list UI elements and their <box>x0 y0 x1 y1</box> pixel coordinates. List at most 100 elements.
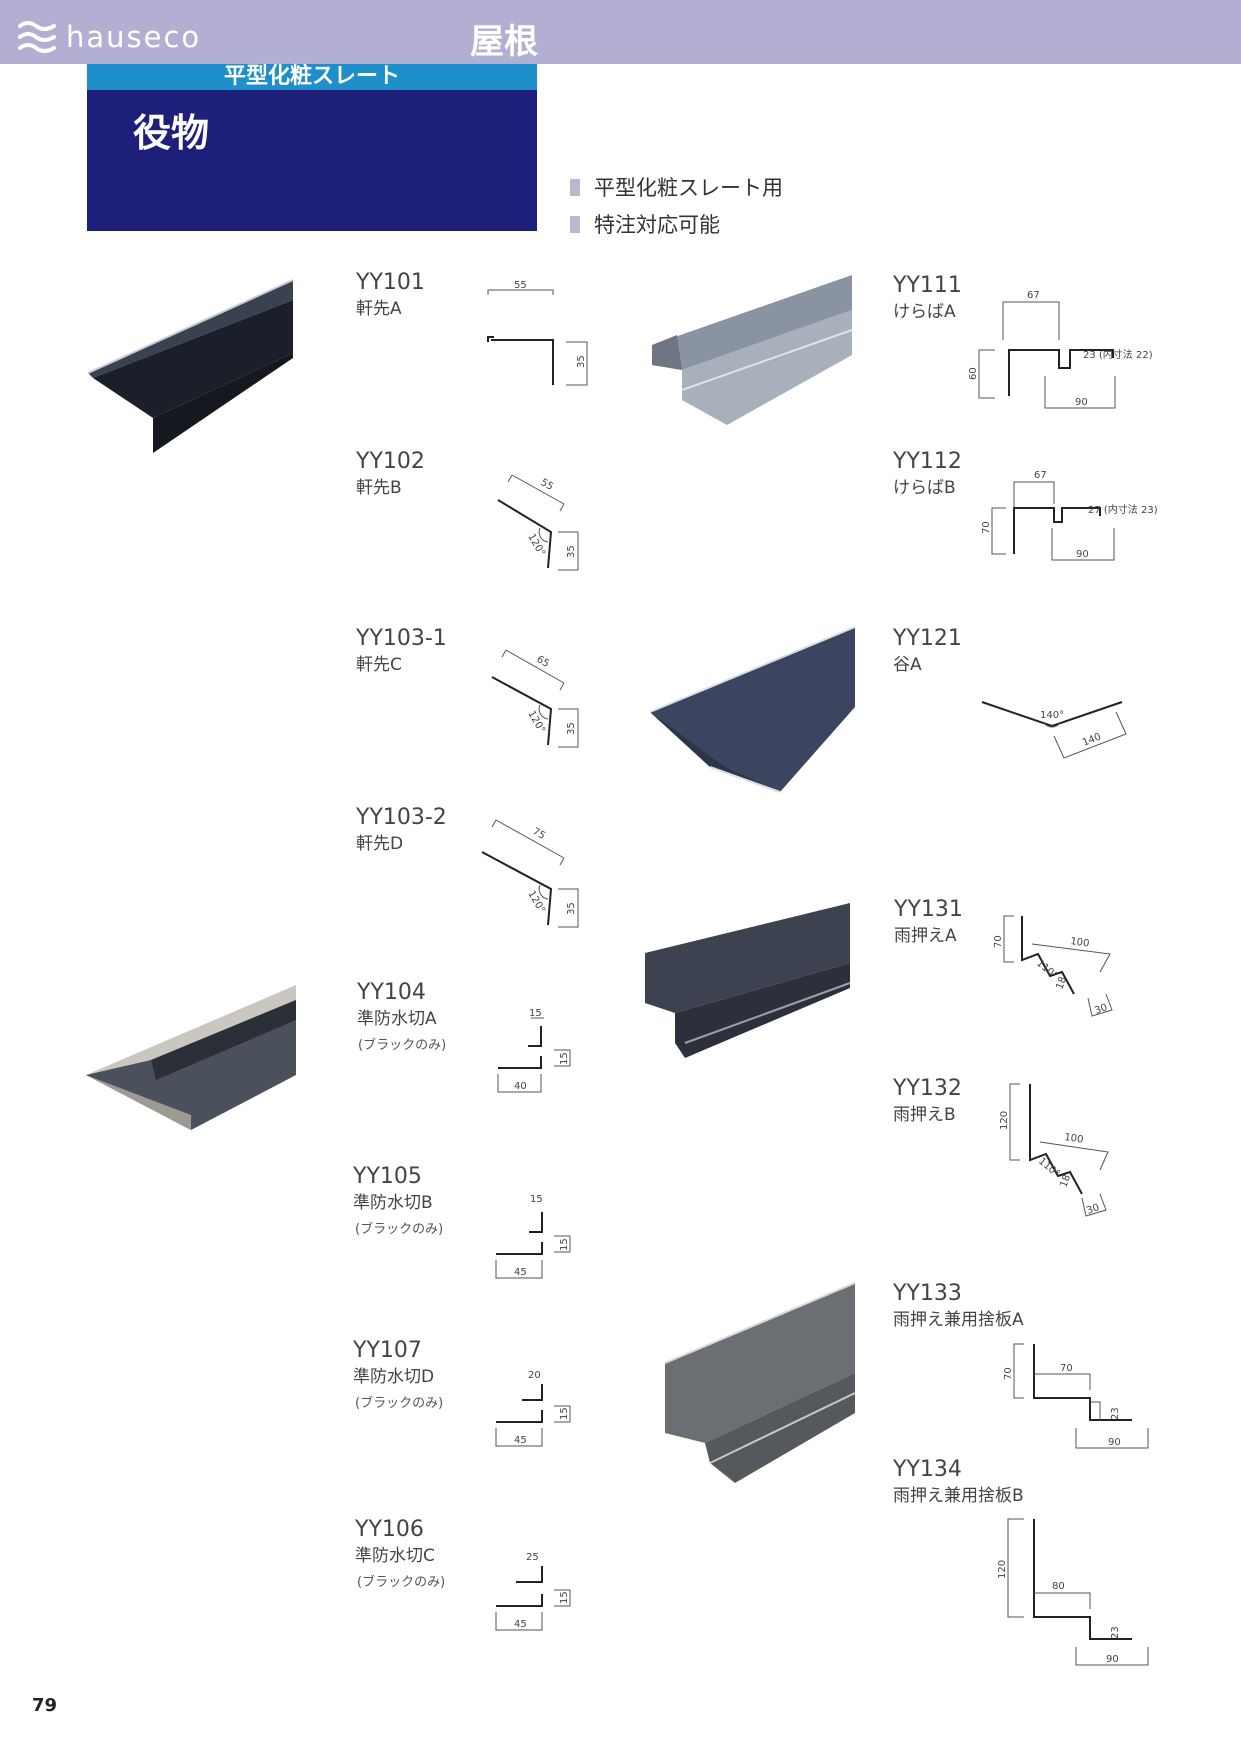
section-title: 屋根 <box>470 22 538 62</box>
dim-label: 55 <box>514 280 527 291</box>
profile-diagram-yy101: 55 35 <box>487 280 588 386</box>
dim-label: 15 <box>530 1194 543 1205</box>
profile-diagram-yy107: 20 15 45 <box>495 1370 571 1447</box>
dim-label: 100 <box>1070 936 1090 950</box>
product-name: けらばA <box>893 302 956 322</box>
product-code: YY105 <box>353 1164 422 1189</box>
product-photo-valley <box>649 626 856 793</box>
product-photo-flashing-a <box>645 903 851 1058</box>
product-code: YY111 <box>893 273 962 298</box>
profile-diagram-yy102: 55 120° 35 <box>497 474 579 571</box>
product-code: YY107 <box>353 1338 422 1363</box>
product-code: YY106 <box>355 1517 424 1542</box>
dim-label: 100 <box>1064 1132 1084 1146</box>
profile-diagram-yy121: 140° 140 <box>981 701 1127 759</box>
product-name: 準防水切B <box>353 1193 433 1213</box>
dim-label: 90 <box>1108 1437 1121 1448</box>
dim-label: 23 (内寸法 22) <box>1083 348 1153 361</box>
dim-label: 120° <box>525 709 547 735</box>
profile-diagram-yy132: 120 100 110° 18 30 <box>999 1083 1109 1217</box>
dim-label: 23 <box>1110 1626 1121 1639</box>
product-note: (ブラックのみ) <box>355 1396 444 1411</box>
brand-logo: hauseco <box>16 16 201 58</box>
profile-diagram-yy133: 70 70 23 90 <box>1003 1343 1149 1449</box>
product-name: 軒先B <box>356 478 402 498</box>
title-panel: 役物 <box>87 90 537 231</box>
dim-label: 35 <box>566 902 577 915</box>
profile-diagram-yy105: 15 15 45 <box>495 1194 571 1279</box>
dim-label: 140° <box>1040 710 1064 721</box>
dim-label: 45 <box>514 1619 527 1630</box>
dim-label: 23 <box>1110 1407 1121 1420</box>
product-name: 雨押え兼用捨板A <box>893 1310 1024 1330</box>
product-name: 軒先A <box>356 299 402 319</box>
product-code: YY132 <box>893 1076 962 1101</box>
dim-label: 15 <box>559 1407 570 1420</box>
dim-label: 15 <box>559 1052 570 1065</box>
dim-label: 90 <box>1075 397 1088 408</box>
dim-label: 35 <box>566 722 577 735</box>
bullet-icon <box>570 215 580 233</box>
dim-label: 40 <box>514 1081 527 1092</box>
profile-diagram-yy134: 120 80 23 90 <box>997 1518 1149 1666</box>
dim-label: 25 <box>526 1552 539 1563</box>
dim-label: 20 <box>528 1370 541 1381</box>
product-photo-drip <box>86 985 296 1130</box>
feature-item: 平型化粧スレート用 <box>570 172 783 202</box>
product-name: 雨押え兼用捨板B <box>893 1486 1024 1506</box>
product-photo-flashing-b <box>664 1282 856 1483</box>
dim-label: 75 <box>531 826 548 842</box>
dim-label: 80 <box>1052 1581 1065 1592</box>
product-name: 雨押えA <box>894 926 957 946</box>
product-code: YY103-2 <box>356 805 447 830</box>
dim-label: 110° <box>1034 958 1060 982</box>
product-name: 軒先C <box>356 655 402 675</box>
dim-label: 90 <box>1106 1654 1119 1665</box>
dim-label: 70 <box>981 521 992 534</box>
dim-label: 90 <box>1076 549 1089 560</box>
product-photo-verge <box>652 275 853 425</box>
dim-label: 35 <box>576 355 587 368</box>
feature-text: 特注対応可能 <box>594 213 720 237</box>
bullet-icon <box>570 178 580 196</box>
dim-label: 60 <box>968 367 979 380</box>
brand-name: hauseco <box>66 20 202 54</box>
profile-diagram-yy131: 70 100 110° 18 30 <box>993 915 1113 1017</box>
feature-item: 特注対応可能 <box>570 209 720 239</box>
dim-label: 120 <box>997 1560 1008 1579</box>
dim-label: 120° <box>525 889 547 915</box>
profile-diagram-yy106: 25 15 45 <box>495 1552 571 1631</box>
product-code: YY104 <box>357 980 426 1005</box>
dim-label: 55 <box>539 477 556 493</box>
product-note: (ブラックのみ) <box>355 1222 444 1237</box>
product-code: YY102 <box>356 449 425 474</box>
product-name: けらばB <box>893 478 956 498</box>
product-name: 準防水切C <box>355 1546 435 1566</box>
category-label: 平型化粧スレート <box>87 64 537 90</box>
product-code: YY112 <box>893 449 962 474</box>
dim-label: 70 <box>1060 1363 1073 1374</box>
dim-label: 30 <box>1085 1202 1101 1217</box>
dim-label: 18 <box>1058 1173 1073 1189</box>
product-code: YY133 <box>893 1281 962 1306</box>
dim-label: 15 <box>529 1008 542 1019</box>
dim-label: 30 <box>1093 1002 1109 1017</box>
header-bar: hauseco 屋根 <box>0 0 1241 64</box>
product-name: 軒先D <box>356 834 404 854</box>
feature-text: 平型化粧スレート用 <box>594 176 783 200</box>
waves-icon <box>18 21 56 53</box>
profile-diagram-yy104: 15 15 40 <box>497 1008 571 1093</box>
dim-label: 45 <box>514 1435 527 1446</box>
product-photo-eave <box>87 279 294 453</box>
product-name: 雨押えB <box>893 1105 956 1125</box>
dim-label: 70 <box>1003 1367 1014 1380</box>
dim-label: 70 <box>993 935 1004 948</box>
profile-diagram-yy103-2: 75 120° 35 <box>481 819 579 928</box>
profile-diagram-yy111: 67 23 (内寸法 22) 60 90 <box>968 290 1153 409</box>
page-title: 役物 <box>133 111 210 155</box>
product-name: 準防水切D <box>353 1367 435 1387</box>
dim-label: 67 <box>1027 290 1040 301</box>
profile-diagram-yy103-1: 65 120° 35 <box>491 649 579 748</box>
dim-label: 27 (内寸法 23) <box>1088 503 1158 516</box>
dim-label: 15 <box>559 1591 570 1604</box>
